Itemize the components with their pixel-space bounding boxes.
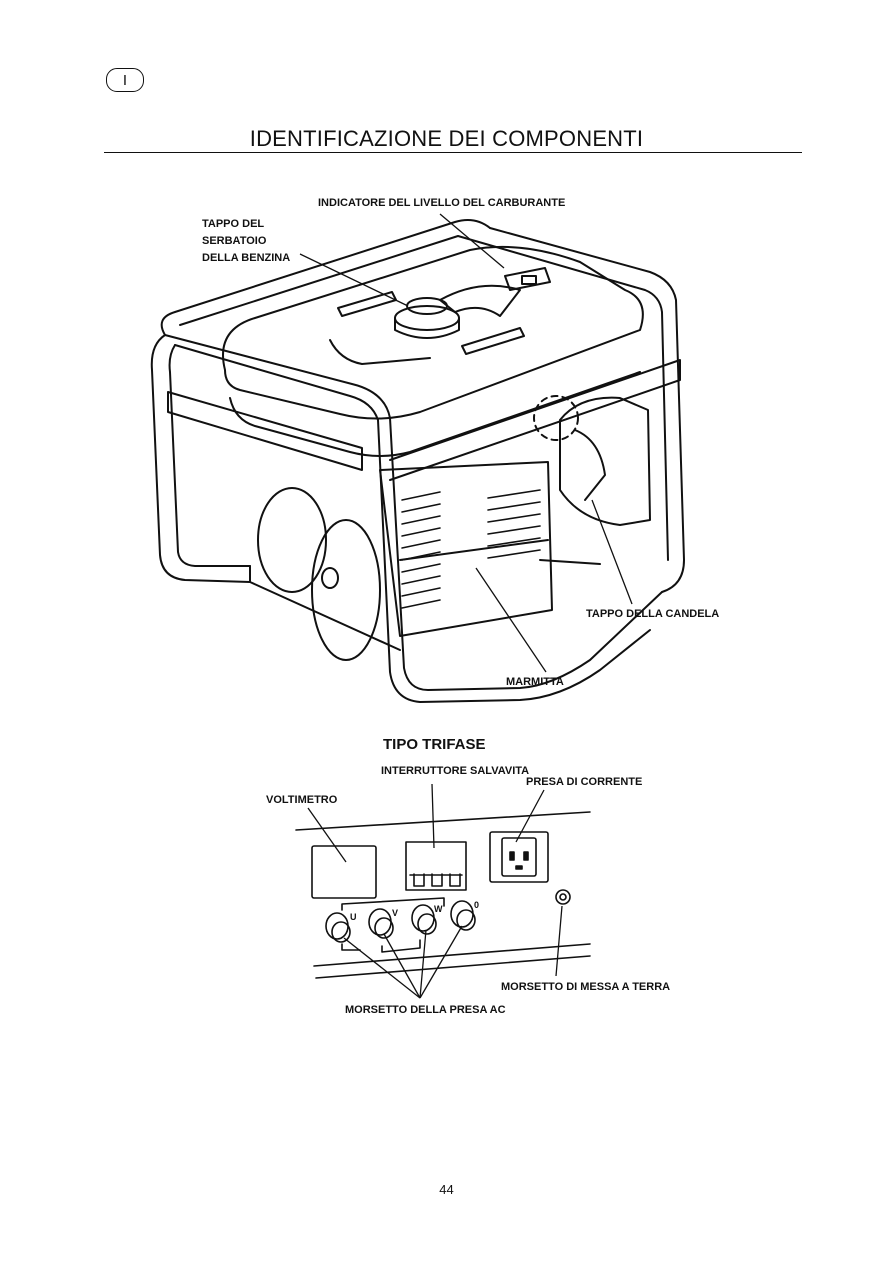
label-fuel-level-indicator: INDICATORE DEL LIVELLO DEL CARBURANTE	[318, 197, 566, 209]
terminal-letter-w: W	[434, 904, 443, 914]
terminal-letter-u: U	[350, 912, 357, 922]
label-muffler: MARMITTA	[506, 676, 564, 688]
label-voltmeter: VOLTIMETRO	[266, 794, 338, 806]
label-circuit-breaker: INTERRUTTORE SALVAVITA	[381, 765, 530, 777]
title-underline	[104, 152, 802, 153]
page-title: IDENTIFICAZIONE DEI COMPONENTI	[249, 126, 644, 151]
section-title-three-phase: TIPO TRIFASE	[383, 736, 486, 753]
terminal-letter-v: V	[392, 908, 398, 918]
label-ac-terminal: MORSETTO DELLA PRESA AC	[345, 1004, 506, 1016]
label-ground-terminal: MORSETTO DI MESSA A TERRA	[501, 981, 671, 993]
label-power-socket: PRESA DI CORRENTE	[526, 776, 643, 788]
label-fuel-cap-line1: TAPPO DEL	[202, 218, 265, 230]
label-fuel-cap-line3: DELLA BENZINA	[202, 252, 291, 264]
language-badge: I	[106, 68, 144, 92]
label-fuel-cap-line2: SERBATOIO	[202, 235, 267, 247]
page-number: 44	[439, 1182, 454, 1197]
terminal-letter-0: 0	[474, 900, 479, 910]
label-spark-plug-cap: TAPPO DELLA CANDELA	[586, 608, 720, 620]
